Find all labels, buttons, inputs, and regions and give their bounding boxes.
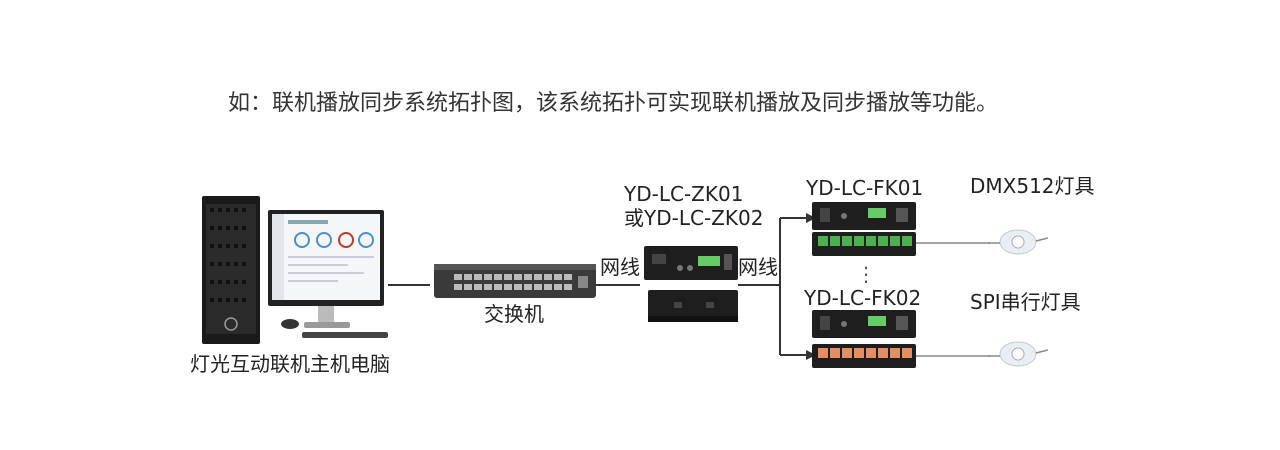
keyboard (302, 325, 388, 338)
network-switch (434, 264, 596, 298)
controller-zk02 (648, 290, 738, 322)
ellipsis: ⋮ (856, 262, 876, 286)
controller-label-line1: YD-LC-ZK01 (624, 182, 744, 206)
arrow-bottom (806, 350, 816, 360)
controller-zk01 (644, 246, 738, 280)
diagram-caption: 如：联机播放同步系统拓扑图，该系统拓扑可实现联机播放及同步播放等功能。 (228, 91, 999, 116)
host-pc-label: 灯光互动联机主机电脑 (190, 352, 390, 376)
pc-monitor (268, 210, 386, 332)
arrow-top (806, 213, 816, 223)
pc-tower (200, 196, 262, 344)
spi-light-label: SPI串行灯具 (970, 290, 1081, 314)
dmx-light-icon (988, 222, 1049, 262)
fk01-terminal-green (812, 232, 916, 256)
fk02-terminal-orange (812, 344, 916, 368)
fk02-label: YD-LC-FK02 (804, 286, 922, 310)
net-cable-label-2: 网线 (738, 255, 778, 279)
dmx-light-label: DMX512灯具 (970, 174, 1095, 198)
fk02-device (812, 310, 916, 338)
spi-light-icon (988, 334, 1049, 374)
fk01-device (812, 202, 916, 230)
controller-label-line2: 或YD-LC-ZK02 (624, 206, 764, 230)
fk01-label: YD-LC-FK01 (806, 176, 924, 200)
switch-label: 交换机 (484, 302, 544, 326)
net-cable-label-1: 网线 (600, 255, 640, 279)
